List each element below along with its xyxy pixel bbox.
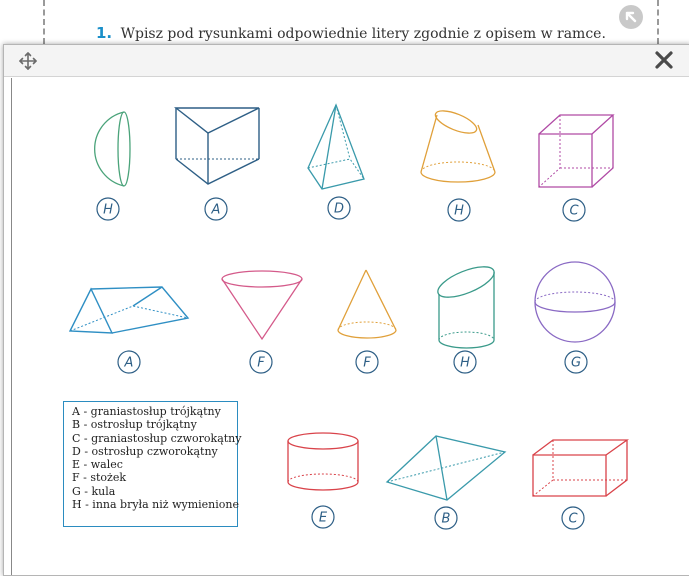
legend-item: A - graniastosłup trójkątny	[72, 405, 221, 418]
back-arrow-button[interactable]	[619, 5, 643, 29]
legend-item: H - inna bryła niż wymienione	[72, 498, 239, 512]
move-icon[interactable]	[18, 51, 38, 71]
legend-item: E - walec	[72, 458, 123, 472]
exercise-number: 1.	[96, 24, 113, 42]
arrow-up-left-icon	[625, 11, 637, 23]
legend-item: C - graniastosłup czworokątny	[72, 431, 242, 445]
close-icon[interactable]	[654, 50, 674, 70]
exercise-instruction: 1. Wpisz pod rysunkami odpowiednie liter…	[96, 24, 606, 42]
legend-item: F - stożek	[72, 471, 127, 485]
legend-item: B - ostrosłup trójkątny	[72, 418, 197, 432]
viewer-titlebar[interactable]	[4, 45, 689, 77]
exercise-text: Wpisz pod rysunkami odpowiednie litery z…	[120, 26, 606, 42]
dashed-border-right	[657, 0, 659, 44]
dashed-border-left	[43, 0, 45, 44]
legend-item: G - kula	[72, 484, 116, 498]
viewer-content	[11, 78, 689, 575]
legend-item: D - ostrosłup czworokątny	[72, 444, 218, 458]
